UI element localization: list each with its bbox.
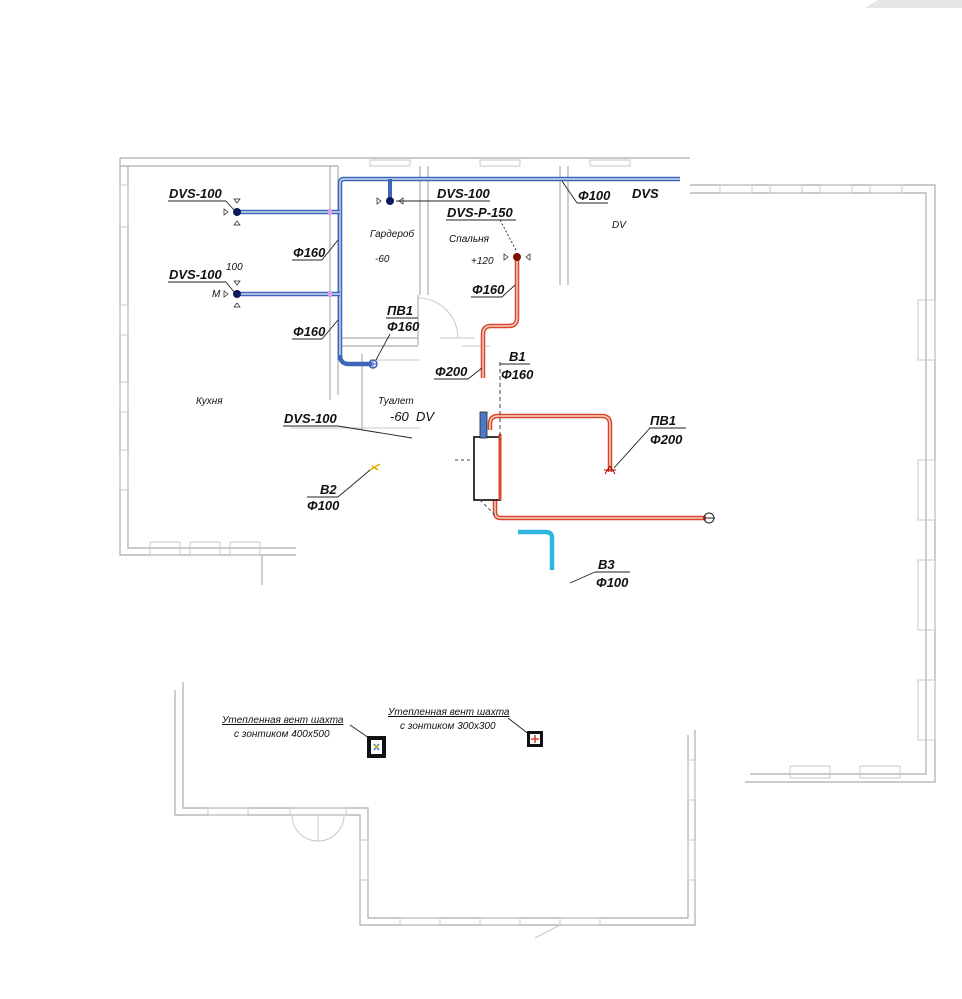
label-system: В2 bbox=[320, 482, 337, 497]
label-dvs-p-150: DVS-P-150 bbox=[447, 205, 514, 220]
label-diameter: Φ100 bbox=[596, 575, 629, 590]
walls-upper-left bbox=[119, 157, 690, 585]
label-diameter: Φ100 bbox=[307, 498, 340, 513]
shaft-label: с зонтиком 400х500 bbox=[234, 729, 330, 740]
label-dvs-100: DVS-100 bbox=[437, 186, 491, 201]
label-dvs-100: DVS-100 bbox=[284, 411, 338, 426]
label-diameter: Φ160 bbox=[387, 319, 420, 334]
room-level: +120 bbox=[471, 256, 494, 267]
exhaust-duct-network bbox=[238, 176, 680, 367]
label-diameter: Φ200 bbox=[650, 432, 683, 447]
supply-diffuser bbox=[503, 253, 531, 261]
room-level: -60 bbox=[375, 254, 390, 265]
label-dvs-100: DVS-100 bbox=[169, 186, 223, 201]
walls-right bbox=[690, 184, 936, 783]
exhaust-diffuser bbox=[223, 198, 241, 226]
vent-shaft-300x300 bbox=[527, 731, 543, 747]
walls-lower bbox=[174, 682, 696, 939]
shaft-label: с зонтиком 300х300 bbox=[400, 721, 496, 732]
room-name: Туалет bbox=[378, 396, 414, 407]
label-system: ПВ1 bbox=[650, 413, 676, 428]
room-name: Кухня bbox=[196, 396, 223, 407]
label-dvs-cut: DVS bbox=[632, 186, 659, 201]
air-handling-unit bbox=[473, 411, 502, 501]
room-name: Гардероб bbox=[370, 228, 414, 240]
supply-duct-network bbox=[480, 258, 715, 524]
label-diameter: Φ100 bbox=[578, 188, 611, 203]
label-diameter: Φ160 bbox=[501, 367, 534, 382]
shaft-label: Утепленная вент шахта bbox=[221, 715, 344, 726]
label-system: В3 bbox=[598, 557, 615, 572]
label-system: ПВ1 bbox=[387, 303, 413, 318]
label-motor: M bbox=[212, 289, 221, 300]
shaft-label: Утепленная вент шахта bbox=[387, 707, 510, 718]
room-name: Спальня bbox=[449, 234, 490, 245]
label-dvs-cut: DV bbox=[416, 409, 435, 424]
exhaust-diffuser bbox=[223, 280, 241, 308]
label-diameter: Φ160 bbox=[472, 282, 505, 297]
fan-icon bbox=[369, 463, 381, 471]
label-diameter: Φ160 bbox=[293, 324, 326, 339]
label-diameter: Φ200 bbox=[435, 364, 468, 379]
exhaust-grille bbox=[368, 359, 378, 369]
dashed-leaders bbox=[455, 362, 501, 516]
label-system: В1 bbox=[509, 349, 526, 364]
label-superscript: 100 bbox=[226, 262, 243, 273]
outdoor-air-duct bbox=[518, 529, 555, 570]
label-dvs-100: DVS-100 bbox=[169, 267, 223, 282]
label-diameter: Φ160 bbox=[293, 245, 326, 260]
vent-shaft-400x500 bbox=[367, 736, 386, 758]
room-level: -60 bbox=[390, 409, 410, 424]
corner-artifact bbox=[865, 0, 962, 8]
label-dvs-cut: DV bbox=[612, 220, 627, 231]
